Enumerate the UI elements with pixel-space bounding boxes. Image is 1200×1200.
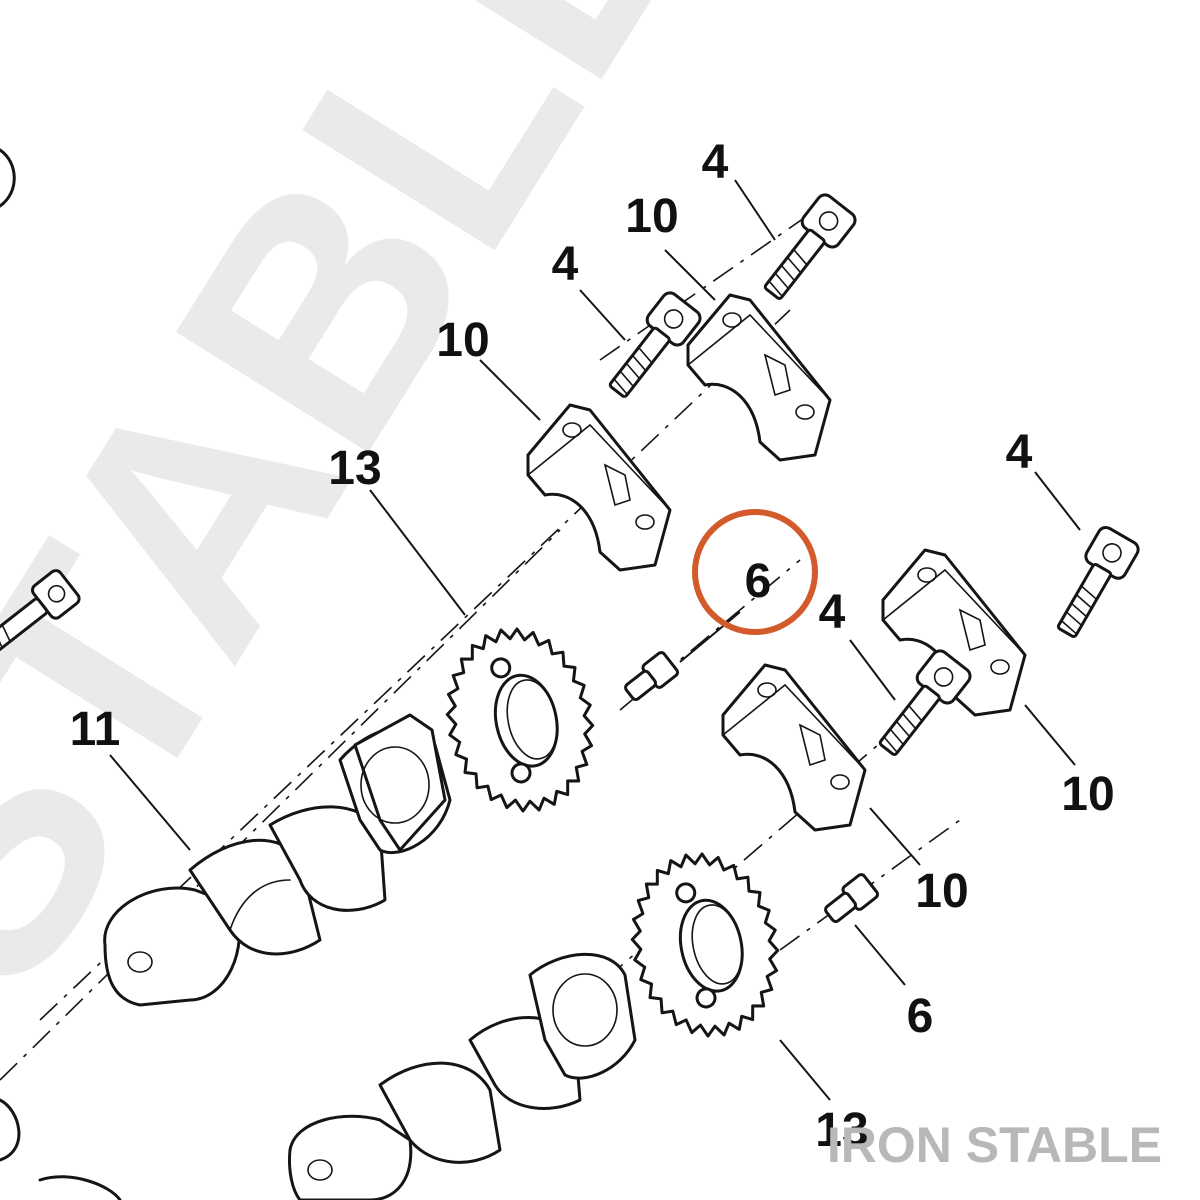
axis-line-bolt-upper: [619, 559, 801, 711]
watermark-corner-text: IRON STABLE: [827, 1117, 1162, 1173]
callout-label: 10: [915, 865, 968, 918]
callout-label: 10: [1061, 768, 1114, 821]
hex-bolt-icon: [624, 651, 679, 701]
hex-bolt-icon: [824, 873, 879, 923]
axis-line-cap-upper: [599, 199, 831, 361]
callout-labels: 4 10 4 10 13 6 4 4 10 11 10 6 13: [70, 136, 1115, 1157]
highlight-ring: [692, 509, 818, 635]
partial-part-top-left: [0, 148, 16, 208]
hex-bolt-icon: [1056, 525, 1140, 638]
callout-label: 13: [815, 1104, 868, 1157]
camshaft-cap-icon: [526, 403, 672, 572]
callout-label: 4: [702, 136, 729, 189]
hex-bolt-icon: [608, 291, 702, 398]
leader-lines: [109, 179, 1081, 1101]
callout-label: 6: [907, 990, 934, 1043]
callout-label: 10: [436, 314, 489, 367]
camshaft-icon: [103, 713, 452, 1007]
edge-ring: [0, 148, 16, 208]
callout-label: 4: [819, 586, 846, 639]
hex-bolt-icon: [763, 193, 857, 300]
hex-bolt-icon: [0, 569, 81, 677]
callout-label: 4: [552, 238, 579, 291]
axis-line-upper-2: [0, 529, 561, 1081]
callout-label: 11: [70, 703, 121, 756]
camshaft-cap-icon: [686, 293, 832, 462]
callout-label: 13: [328, 442, 381, 495]
callout-label: 4: [1006, 426, 1033, 479]
hex-bolt-icon: [878, 649, 972, 756]
camshaft-icon: [0, 952, 637, 1200]
cam-sprocket-icon: [630, 852, 780, 1038]
camshaft-cap-icon: [721, 663, 867, 832]
cam-sprocket-icon: [445, 627, 595, 813]
callout-label-highlighted: 6: [745, 555, 772, 608]
callout-label: 10: [625, 190, 678, 243]
